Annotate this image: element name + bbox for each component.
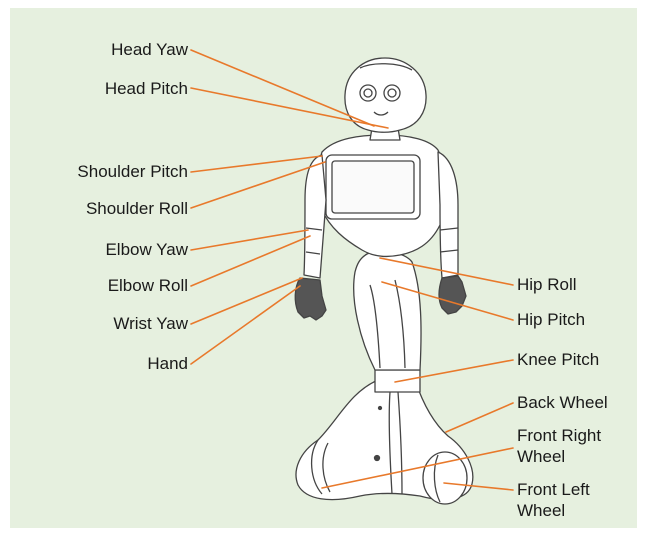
left-hand <box>295 278 326 320</box>
leader-elbow-roll <box>191 236 310 286</box>
label-knee-pitch: Knee Pitch <box>517 350 632 369</box>
leader-wrist-yaw <box>191 278 302 324</box>
label-front-right-wheel-line2: Wheel <box>517 447 642 466</box>
label-shoulder-roll: Shoulder Roll <box>20 199 188 218</box>
lower-body <box>354 251 421 370</box>
label-elbow-roll: Elbow Roll <box>60 276 188 295</box>
label-front-left-wheel-line1: Front Left <box>517 480 642 499</box>
label-head-pitch: Head Pitch <box>60 79 188 98</box>
leader-elbow-yaw <box>191 230 308 250</box>
label-wrist-yaw: Wrist Yaw <box>60 314 188 333</box>
label-head-yaw: Head Yaw <box>80 40 188 59</box>
label-front-right-wheel-line1: Front Right <box>517 426 642 445</box>
label-hip-pitch: Hip Pitch <box>517 310 632 329</box>
label-elbow-yaw: Elbow Yaw <box>60 240 188 259</box>
label-shoulder-pitch: Shoulder Pitch <box>20 162 188 181</box>
leader-hand <box>191 286 300 364</box>
label-hand: Hand <box>80 354 188 373</box>
right-hand <box>439 276 466 314</box>
leader-back-wheel <box>446 403 513 432</box>
label-back-wheel: Back Wheel <box>517 393 642 412</box>
right-arm <box>438 152 458 278</box>
label-hip-roll: Hip Roll <box>517 275 632 294</box>
left-arm <box>304 155 326 278</box>
label-front-left-wheel-line2: Wheel <box>517 501 642 520</box>
